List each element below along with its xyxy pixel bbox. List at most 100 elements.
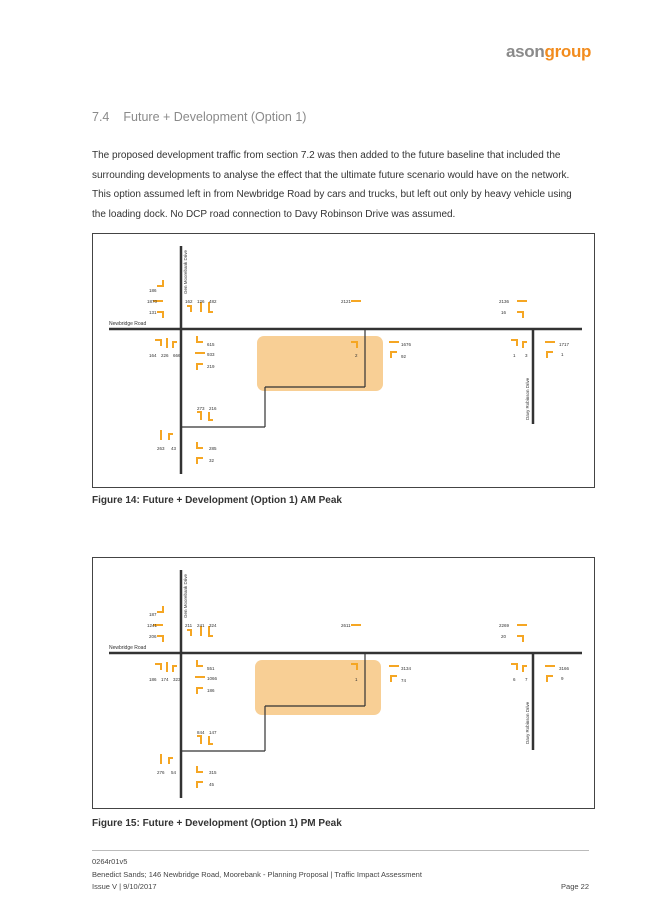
- arrow-icon: [546, 351, 553, 358]
- count-label: 219: [207, 364, 215, 369]
- arrow-icon: [155, 663, 162, 670]
- count-label: 1066: [207, 676, 218, 681]
- count-label: 54: [171, 770, 177, 775]
- count-label: 2: [355, 353, 358, 358]
- count-label: 162: [185, 299, 193, 304]
- arrow-icon: [517, 635, 524, 642]
- count-label: 174: [161, 677, 169, 682]
- arrow-icon: [187, 305, 192, 312]
- arrow-icon: [196, 781, 203, 788]
- arrow-icon: [157, 606, 164, 613]
- count-label: 187: [149, 612, 157, 617]
- count-label: 323: [173, 677, 181, 682]
- count-label: 16: [501, 310, 507, 315]
- arrow-icon: [168, 757, 173, 764]
- arrow-icon: [511, 339, 518, 346]
- davy-robinson-drive-label: Davy Robinson Drive: [525, 701, 530, 744]
- development-site-area: [257, 336, 383, 391]
- arrow-icon: [196, 660, 203, 667]
- count-label: 241: [197, 623, 205, 628]
- newbridge-road-label: Newbridge Road: [109, 645, 146, 651]
- count-label: 45: [209, 782, 215, 787]
- arrow-icon: [390, 675, 397, 682]
- count-label: 482: [209, 299, 217, 304]
- count-label: 164: [149, 353, 157, 358]
- count-label: 186: [207, 688, 215, 693]
- arrow-icon: [172, 341, 177, 348]
- arrow-icon: [157, 635, 164, 642]
- section-title-text: Future + Development (Option 1): [123, 110, 307, 124]
- arrow-icon: [517, 311, 524, 318]
- arrow-icon: [157, 311, 164, 318]
- arrow-icon: [168, 433, 173, 440]
- count-label: 92: [401, 354, 407, 359]
- movement-arrows: [153, 606, 555, 788]
- count-label: 1241: [147, 623, 158, 628]
- arrow-icon: [351, 663, 358, 670]
- count-label: 147: [209, 730, 217, 735]
- footer-divider: [92, 850, 589, 851]
- arrow-icon: [208, 736, 213, 745]
- count-label: 2136: [499, 299, 510, 304]
- arrow-icon: [522, 341, 527, 348]
- count-label: 126: [197, 299, 205, 304]
- moorebank-drive-label: Gen Moorebank Drive: [183, 249, 188, 294]
- count-label: 551: [207, 666, 215, 671]
- arrow-icon: [197, 735, 202, 744]
- davy-robinson-drive-label: Davy Robinson Drive: [525, 377, 530, 420]
- section-number: 7.4: [92, 110, 110, 124]
- count-label: 3166: [559, 666, 570, 671]
- count-label: 20: [501, 634, 507, 639]
- count-label: 43: [171, 446, 177, 451]
- count-label: 206: [149, 634, 157, 639]
- count-label: 7: [525, 677, 528, 682]
- arrow-icon: [390, 351, 397, 358]
- count-label: 1: [513, 353, 516, 358]
- count-label: 9: [561, 676, 564, 681]
- arrow-icon: [208, 412, 213, 421]
- count-label: 1: [355, 677, 358, 682]
- count-label: 933: [207, 352, 215, 357]
- intersection-diagram-pm: Newbridge Road Gen Moorebank Drive Davy …: [109, 570, 582, 798]
- count-label: 216: [209, 406, 217, 411]
- footer-project: Benedict Sands; 146 Newbridge Road, Moor…: [92, 870, 422, 879]
- footer-doc-ref: 0264r01v5: [92, 857, 128, 866]
- figure-caption-pm: Figure 15: Future + Development (Option …: [92, 818, 342, 829]
- arrow-icon: [351, 341, 358, 348]
- arrow-icon: [511, 663, 518, 670]
- count-label: 2269: [499, 623, 510, 628]
- count-label: 3134: [401, 666, 412, 671]
- arrow-icon: [208, 302, 213, 313]
- count-label: 263: [157, 446, 165, 451]
- count-label: 1870: [147, 299, 158, 304]
- figure-am-peak-diagram: Newbridge Road Gen Moorebank Drive Davy …: [92, 233, 595, 488]
- count-label: 1676: [401, 342, 412, 347]
- count-label: 211: [185, 623, 193, 628]
- arrow-icon: [196, 457, 203, 464]
- arrow-icon: [172, 665, 177, 672]
- arrow-icon: [196, 442, 203, 449]
- count-label: 1717: [559, 342, 570, 347]
- newbridge-road-label: Newbridge Road: [109, 321, 146, 327]
- company-logo: asongroup: [506, 42, 592, 61]
- count-label: 6: [513, 677, 516, 682]
- page-number: Page 22: [561, 882, 589, 891]
- count-label: 844: [197, 730, 205, 735]
- count-label: 315: [209, 770, 217, 775]
- intersection-diagram-am: Newbridge Road Gen Moorebank Drive Davy …: [109, 246, 582, 474]
- footer-issue: Issue V | 9/10/2017: [92, 882, 157, 891]
- count-label: 226: [161, 353, 169, 358]
- arrow-icon: [196, 363, 203, 370]
- count-label: 3: [525, 353, 528, 358]
- count-label: 615: [207, 342, 215, 347]
- count-label: 1: [561, 352, 564, 357]
- body-paragraph: The proposed development traffic from se…: [92, 150, 572, 220]
- arrow-icon: [157, 280, 164, 287]
- arrow-icon: [208, 626, 213, 637]
- count-label: 324: [209, 623, 217, 628]
- count-label: 273: [197, 406, 205, 411]
- arrow-icon: [196, 687, 203, 694]
- figure-caption-am: Figure 14: Future + Development (Option …: [92, 495, 342, 506]
- section-heading: 7.4 Future + Development (Option 1): [92, 110, 306, 124]
- arrow-icon: [522, 665, 527, 672]
